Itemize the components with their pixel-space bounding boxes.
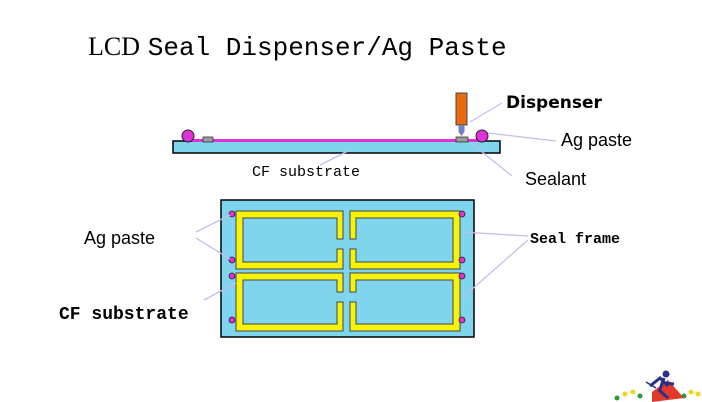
seal-frame-top-left (235, 210, 344, 270)
ag-dot-tr-top (458, 210, 466, 218)
leader-top-cf-substrate (203, 282, 237, 301)
ag-dot-br-bottom (458, 316, 466, 324)
dispenser-body (455, 92, 468, 126)
ag-dot-tl-top (228, 210, 236, 218)
leader-sealant (470, 142, 513, 177)
leader-dispenser (469, 102, 503, 123)
side-sealant-layer (192, 139, 481, 142)
dispenser-label: Dispenser (506, 93, 602, 113)
leader-top-ag-paste-1 (195, 214, 231, 233)
side-sealant-dot-right (455, 136, 469, 143)
seal-frame-bottom-right (349, 272, 461, 332)
title-rest: Seal Dispenser/Ag Paste (147, 33, 507, 63)
side-cf-substrate-label: CF substrate (252, 164, 361, 181)
leader-cf-substrate (319, 149, 351, 166)
seal-frame-label: Seal frame (530, 231, 621, 248)
leader-seal-frame-1 (461, 231, 529, 237)
leader-top-ag-paste-2 (195, 237, 231, 260)
side-ag-paste-label: Ag paste (561, 130, 633, 150)
leader-seal-frame-2 (461, 239, 529, 299)
side-view (172, 92, 557, 177)
dispenser-nozzle (458, 132, 465, 136)
ag-dot-br-top (458, 272, 466, 280)
seal-frame-top-right (349, 210, 461, 270)
logo-mark (614, 370, 701, 402)
side-cf-substrate (172, 140, 501, 154)
page-title: LCD Seal Dispenser/Ag Paste (88, 30, 507, 63)
ag-dot-bl-top (228, 272, 236, 280)
seal-frame-bottom-left (235, 272, 344, 332)
side-sealant-dot-left (202, 136, 214, 143)
top-cf-substrate-label: CF substrate (59, 305, 189, 325)
ag-dot-bl-bottom (228, 316, 236, 324)
leader-ag-paste (487, 132, 557, 142)
top-view (195, 199, 529, 338)
dispenser-tip (458, 125, 465, 132)
sealant-label: Sealant (525, 169, 587, 189)
side-ag-paste-right (475, 129, 489, 143)
side-ag-paste-left (181, 129, 195, 143)
ag-dot-tr-bottom (458, 256, 466, 264)
title-lcd: LCD (88, 32, 140, 61)
top-ag-paste-label: Ag paste (84, 228, 156, 248)
ag-dot-tl-bottom (228, 256, 236, 264)
